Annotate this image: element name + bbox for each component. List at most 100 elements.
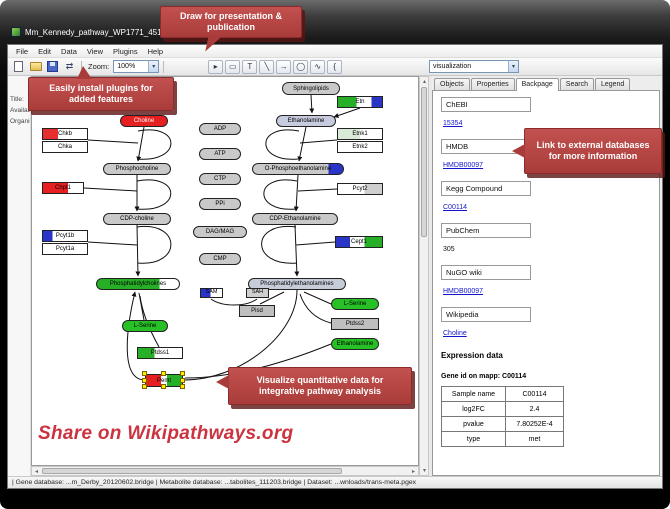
zoom-value: 100% [117, 63, 136, 70]
selection-handle[interactable] [142, 377, 147, 383]
label-tool-button[interactable]: T [242, 59, 258, 74]
pathway-node-ptdss1[interactable]: Ptdss1 [137, 347, 183, 359]
selection-handle[interactable] [161, 384, 166, 389]
visualization-combobox[interactable]: visualization ▾ [429, 60, 519, 73]
pathway-node-cept1[interactable]: Cept1 [335, 236, 383, 248]
callout-plugins-text: Easily install plugins for added feature… [49, 82, 153, 104]
selection-handle[interactable] [142, 371, 147, 376]
horizontal-scroll-thumb[interactable] [42, 468, 342, 474]
kegg-compound-id-link[interactable]: C00114 [443, 204, 468, 211]
import-export-button[interactable]: ⇄ [62, 60, 77, 74]
backpage-section-nugo-wiki: NuGO wiki [441, 265, 531, 280]
pathway-node-sah[interactable]: SAH [246, 288, 269, 298]
pathway-node-ptdss2[interactable]: Ptdss2 [331, 318, 379, 330]
callout-visualize: Visualize quantitative data for integrat… [216, 367, 412, 405]
new-file-button[interactable] [11, 60, 26, 74]
zoom-combobox[interactable]: 100% ▾ [113, 60, 160, 73]
pathway-node-atp[interactable]: ATP [199, 148, 241, 160]
hmdb-id-link[interactable]: HMDB00097 [443, 162, 484, 169]
open-folder-icon [29, 62, 42, 71]
gene-id-line: Gene id on mapp: C00114 [441, 373, 527, 380]
toolbar-separator [163, 60, 165, 73]
open-button[interactable] [28, 60, 43, 74]
chebi-id-link[interactable]: 15354 [443, 120, 463, 127]
pathway-node-ethanolamine[interactable]: Ethanolamine [276, 115, 336, 127]
scroll-up-icon[interactable]: ▴ [422, 79, 426, 85]
arc-tool-button[interactable]: ∿ [310, 59, 326, 74]
pathway-node-dag-mag[interactable]: DAG/MAG [193, 226, 247, 238]
tab-properties[interactable]: Properties [470, 78, 515, 91]
pathway-node-adp[interactable]: ADP [199, 123, 241, 135]
arrow-tool-button[interactable]: → [276, 59, 292, 74]
zoom-label: Zoom: [88, 62, 110, 71]
callout-visualize-text: Visualize quantitative data for integrat… [256, 374, 384, 396]
expression-table-cell: type [441, 431, 506, 447]
pathway-node-pcyt1b[interactable]: Pcyt1b [42, 230, 88, 242]
expression-table-cell: met [505, 431, 564, 447]
pathway-node-pcyt1a[interactable]: Pcyt1a [42, 243, 88, 255]
pathway-node-choline[interactable]: Choline [120, 115, 168, 127]
tab-objects[interactable]: Objects [434, 78, 470, 91]
pathway-node-pisd[interactable]: Pisd [239, 305, 275, 317]
tab-search[interactable]: Search [559, 78, 594, 91]
pathway-node-chka[interactable]: Chka [42, 141, 88, 153]
datanode-tool-button[interactable]: ▭ [225, 59, 241, 74]
pathway-node-ctp[interactable]: CTP [199, 173, 241, 185]
pathway-node-phosphatidylcholines[interactable]: Phosphatidylcholines [96, 278, 180, 290]
pathway-node-chkb[interactable]: Chkb [42, 128, 88, 140]
pathway-info-label: Availab [10, 107, 31, 114]
pathway-node-sam[interactable]: SAM [200, 288, 223, 298]
line-tool-button[interactable]: ╲ [259, 59, 275, 74]
pathway-node-etnk2[interactable]: Etnk2 [337, 141, 383, 153]
pathway-node-chpt1[interactable]: Chpt1 [42, 182, 84, 194]
pathway-node-sphingolipids[interactable]: Sphingolipids [282, 82, 340, 95]
canvas-vertical-scrollbar[interactable]: ▴ ▾ [419, 76, 429, 476]
selection-handle[interactable] [180, 384, 185, 389]
backpage-section-wikipedia: Wikipedia [441, 307, 531, 322]
wikipedia-id-link[interactable]: Choline [443, 330, 467, 337]
vertical-scroll-thumb[interactable] [421, 87, 427, 237]
pathway-node-phosphatidylethanolamines[interactable]: Phosphatidylethanolamines [248, 278, 346, 290]
pathway-node-etnk1[interactable]: Etnk1 [337, 128, 383, 140]
selection-handle[interactable] [161, 371, 166, 376]
menu-view[interactable]: View [86, 46, 103, 56]
callout-draw-text: Draw for presentation & publication [179, 10, 282, 32]
pathway-node-pcyt2[interactable]: Pcyt2 [337, 183, 383, 195]
tab-backpage[interactable]: Backpage [515, 78, 559, 91]
tab-legend[interactable]: Legend [594, 78, 631, 91]
expression-table-cell: log2FC [441, 401, 506, 417]
menu-data[interactable]: Data [61, 46, 77, 56]
brace-tool-button[interactable]: { [327, 59, 343, 74]
pathway-node-cdp-choline[interactable]: CDP-choline [103, 213, 171, 225]
scroll-left-icon[interactable]: ◂ [34, 469, 38, 475]
pathway-node-phosphocholine[interactable]: Phosphocholine [103, 163, 171, 175]
pathway-node-etn[interactable]: Etn [337, 96, 383, 108]
pathway-node-o-phosphoethanolamine[interactable]: O-Phosphoethanolamine [252, 163, 344, 175]
pathway-node-cmp[interactable]: CMP [199, 253, 241, 265]
pathway-node-l-serine[interactable]: L-Serine [331, 298, 379, 310]
status-bar: | Gene database: ...m_Derby_20120602.bri… [8, 476, 662, 488]
menu-file[interactable]: File [16, 46, 29, 56]
oval-tool-button[interactable]: ◯ [293, 59, 309, 74]
pathway-node-ethanolamine[interactable]: Ethanolamine [331, 338, 379, 350]
menu-help[interactable]: Help [147, 46, 164, 56]
menu-plugins[interactable]: Plugins [113, 46, 138, 56]
pathway-edges [83, 94, 361, 381]
canvas-horizontal-scrollbar[interactable]: ◂ ▸ [31, 466, 419, 476]
nugo-wiki-id-link[interactable]: HMDB00097 [443, 288, 484, 295]
selection-tool-button[interactable]: ▸ [208, 59, 224, 74]
scroll-down-icon[interactable]: ▾ [422, 468, 426, 474]
selection-handle[interactable] [142, 384, 147, 389]
scroll-right-icon[interactable]: ▸ [411, 469, 415, 475]
pathway-node-ppi[interactable]: PPi [199, 198, 241, 210]
selection-handle[interactable] [180, 371, 185, 376]
selection-handle[interactable] [180, 377, 185, 383]
pathway-node-cdp-ethanolamine[interactable]: CDP-Ethanolamine [252, 213, 338, 225]
menu-edit[interactable]: Edit [38, 46, 52, 56]
save-button[interactable] [45, 60, 60, 74]
title-bar[interactable]: Mm_Kennedy_pathway_WP1771_45176.gpml [11, 27, 173, 37]
pathway-node-l-serine[interactable]: L-Serine [122, 320, 168, 332]
